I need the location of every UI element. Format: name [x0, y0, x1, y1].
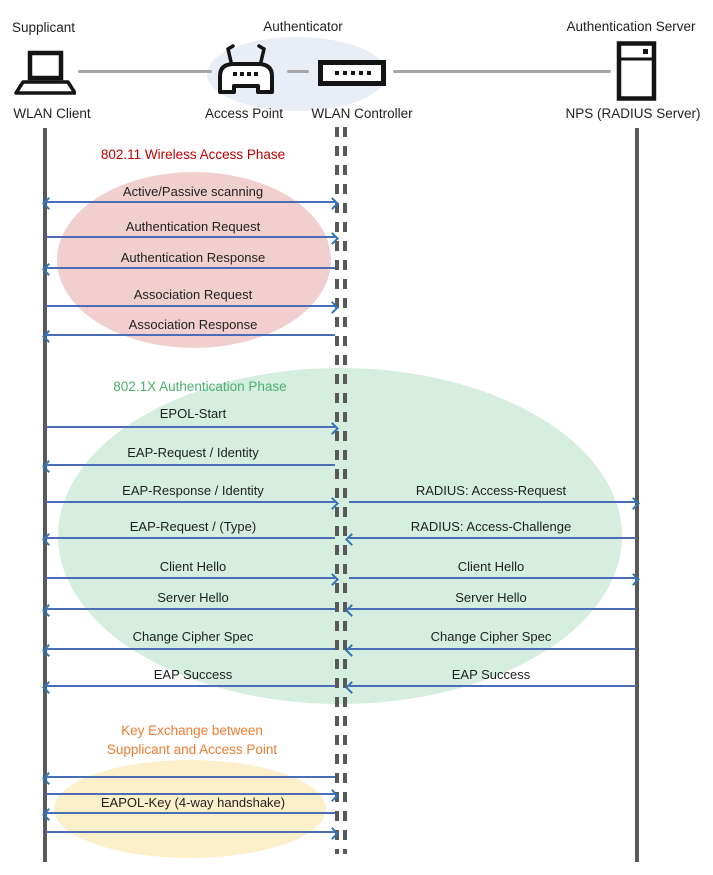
message-label: Server Hello	[455, 590, 527, 605]
message-arrow	[345, 533, 636, 546]
message-arrow	[345, 681, 636, 694]
message-arrow	[42, 197, 339, 210]
access-point-icon	[218, 44, 274, 94]
wlan-client-lifeline	[43, 128, 47, 862]
message-arrow	[46, 232, 339, 245]
message-label: Change Cipher Spec	[430, 629, 552, 644]
message-arrow	[46, 573, 339, 586]
message-arrow	[46, 789, 339, 802]
supplicant-role-label: Supplicant	[12, 20, 76, 35]
wlan-controller-label: WLAN Controller	[311, 106, 413, 121]
message-label: EAPOL-Key (4-way handshake)	[100, 795, 286, 810]
message-label: Active/Passive scanning	[122, 184, 264, 199]
phase1-title: 802.11 Wireless Access Phase	[100, 147, 286, 162]
message-label: EAP-Request / Identity	[127, 445, 259, 460]
message-arrow	[42, 772, 335, 785]
message-label: RADIUS: Access-Request	[415, 483, 567, 498]
message-label: Server Hello	[157, 590, 229, 605]
message-arrow	[46, 827, 339, 840]
access-point-label: Access Point	[204, 106, 284, 121]
message-arrow	[46, 497, 339, 510]
message-label: EAP-Request / (Type)	[129, 519, 257, 534]
wlan-client-label: WLAN Client	[13, 106, 91, 121]
message-arrow	[46, 301, 339, 314]
server-icon	[616, 41, 657, 101]
message-label: EPOL-Start	[159, 406, 227, 421]
laptop-icon	[14, 50, 76, 95]
wlan-controller-lifeline-left	[335, 127, 339, 854]
message-label: Association Request	[133, 287, 253, 302]
message-arrow	[42, 604, 335, 617]
message-arrow	[345, 604, 636, 617]
message-label: Change Cipher Spec	[132, 629, 254, 644]
message-arrow	[349, 497, 640, 510]
phase2-title: 802.1X Authentication Phase	[113, 379, 287, 394]
nps-server-lifeline	[635, 128, 639, 862]
message-label: Authentication Request	[125, 219, 261, 234]
message-label: EAP Success	[451, 667, 531, 682]
message-label: EAP-Response / Identity	[122, 483, 264, 498]
message-label: Client Hello	[457, 559, 525, 574]
nps-radius-server-label: NPS (RADIUS Server)	[565, 106, 701, 121]
message-arrow	[42, 263, 335, 276]
message-label: EAP Success	[153, 667, 233, 682]
authentication-server-role-label: Authentication Server	[566, 19, 696, 34]
message-arrow	[42, 460, 335, 473]
message-arrow	[42, 533, 335, 546]
client-ap-connector-line	[78, 70, 212, 73]
message-arrow	[345, 644, 636, 657]
wlan-controller-icon	[318, 60, 386, 86]
wlan-controller-lifeline-right	[343, 127, 347, 854]
message-label: Authentication Response	[120, 250, 266, 265]
phase3-title: Key Exchange between Supplicant and Acce…	[106, 723, 278, 757]
message-arrow	[46, 422, 339, 435]
message-arrow	[349, 573, 640, 586]
message-label: Association Response	[128, 317, 258, 332]
message-arrow	[42, 808, 335, 821]
message-arrow	[42, 644, 335, 657]
controller-server-connector-line	[393, 70, 611, 73]
message-arrow	[42, 330, 335, 343]
authenticator-role-label: Authenticator	[263, 19, 343, 34]
message-label: Client Hello	[159, 559, 227, 574]
message-arrow	[42, 681, 335, 694]
message-label: RADIUS: Access-Challenge	[410, 519, 572, 534]
ap-controller-connector-dash	[287, 70, 309, 73]
